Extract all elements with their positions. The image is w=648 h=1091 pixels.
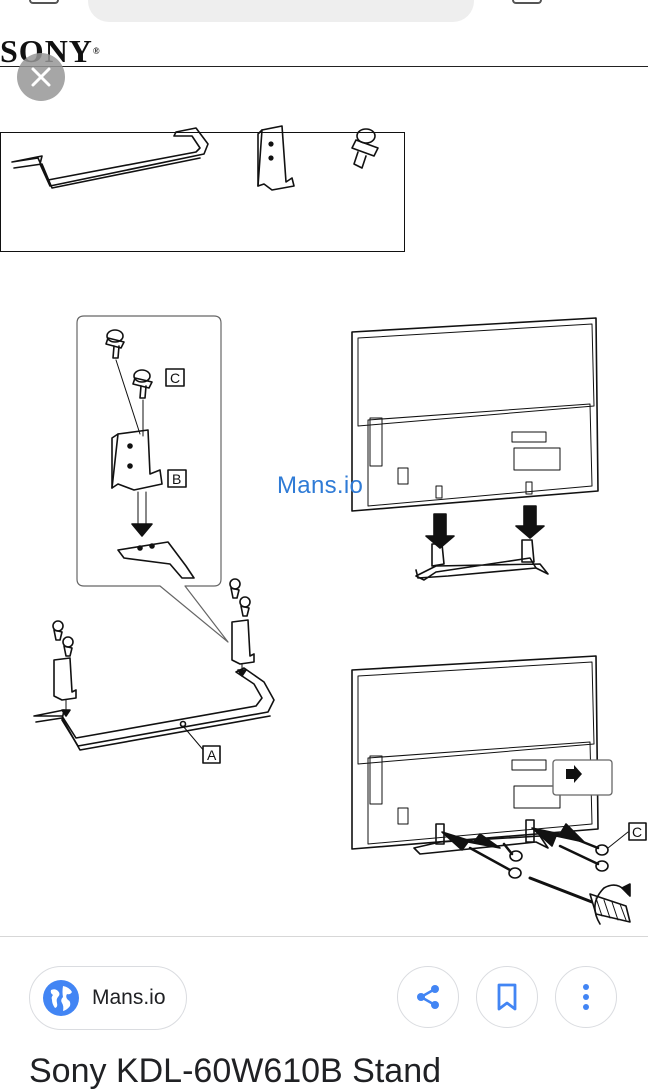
top-left-stub-icon[interactable]	[29, 0, 59, 4]
source-label: Mans.io	[92, 986, 166, 1009]
header-rule	[0, 66, 648, 67]
share-icon	[417, 985, 439, 1009]
inset-detail: C B	[76, 315, 229, 643]
browser-top-strip	[0, 0, 648, 36]
part-screw	[351, 128, 379, 169]
callout-a: A	[207, 747, 217, 763]
callout-c-lower: C	[632, 824, 642, 840]
more-options-button[interactable]	[555, 966, 617, 1028]
stand-assembly: A	[33, 578, 275, 764]
tv-back-top	[351, 317, 599, 581]
registered-mark: ®	[92, 46, 100, 56]
part-bracket	[257, 125, 295, 191]
top-search-pill[interactable]	[88, 0, 474, 22]
callout-b: B	[172, 471, 181, 487]
image-divider	[0, 936, 648, 937]
share-button[interactable]	[397, 966, 459, 1028]
part-stand-bar	[11, 127, 209, 189]
tv-back-bottom: C	[351, 655, 647, 925]
globe-icon	[43, 980, 79, 1016]
watermark-text: Mans.io	[277, 472, 364, 499]
manual-page-image: SONY®	[0, 36, 648, 936]
close-button[interactable]	[17, 53, 65, 101]
result-title[interactable]: Sony KDL-60W610B Stand	[29, 1052, 442, 1090]
parts-list-box	[0, 132, 405, 252]
save-bookmark-button[interactable]	[476, 966, 538, 1028]
source-chip[interactable]: Mans.io	[29, 966, 187, 1030]
assembly-diagram: C B A	[11, 125, 647, 925]
callout-c-inset: C	[170, 370, 180, 386]
top-right-stub-icon[interactable]	[512, 0, 542, 4]
close-icon	[31, 67, 51, 87]
more-vert-icon	[583, 984, 589, 1010]
bookmark-icon	[497, 983, 517, 1011]
